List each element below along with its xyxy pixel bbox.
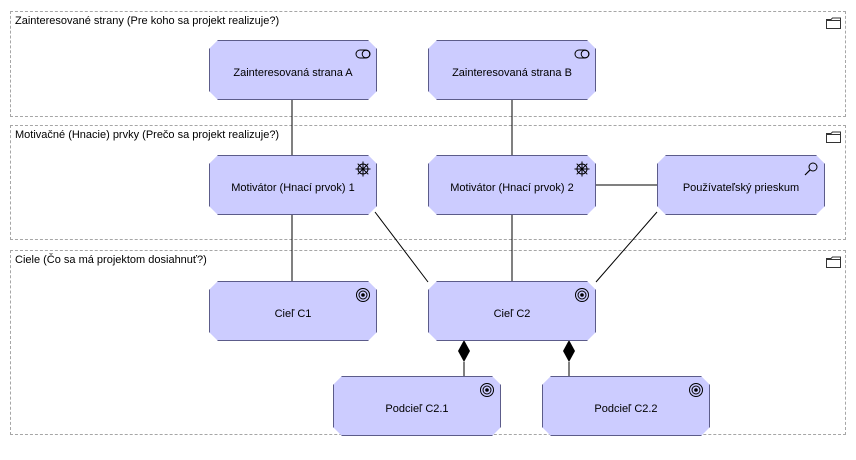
node-goal-c21[interactable]: Podcieľ C2.1: [333, 376, 501, 436]
driver-icon: [574, 161, 590, 177]
node-stakeholder-a[interactable]: Zainteresovaná strana A: [209, 40, 377, 100]
assessment-icon: [803, 161, 819, 177]
goal-icon: [574, 287, 590, 303]
stakeholder-icon: [574, 46, 590, 62]
folder-icon: [826, 17, 841, 29]
goal-icon: [479, 382, 495, 398]
group-title-goals: Ciele (Čo sa má projektom dosiahnuť?): [15, 254, 207, 266]
node-label: Cieľ C2: [493, 308, 531, 320]
node-label: Zainteresovaná strana B: [452, 67, 572, 79]
node-label: Cieľ C1: [274, 308, 312, 320]
driver-icon: [355, 161, 371, 177]
node-label: Motivátor (Hnací prvok) 2: [450, 182, 574, 194]
goal-icon: [688, 382, 704, 398]
node-goal-c22[interactable]: Podcieľ C2.2: [542, 376, 710, 436]
folder-icon: [826, 256, 841, 268]
node-label: Podcieľ C2.1: [385, 403, 449, 415]
node-label: Motivátor (Hnací prvok) 1: [231, 182, 355, 194]
node-driver-2[interactable]: Motivátor (Hnací prvok) 2: [428, 155, 596, 215]
node-label: Zainteresovaná strana A: [233, 67, 353, 79]
node-goal-c2[interactable]: Cieľ C2: [428, 281, 596, 341]
group-stakeholders[interactable]: Zainteresované strany (Pre koho sa proje…: [10, 11, 846, 117]
group-title-drivers: Motivačné (Hnacie) prvky (Prečo sa proje…: [15, 129, 280, 141]
folder-icon: [826, 131, 841, 143]
node-assessment[interactable]: Používateľský prieskum: [657, 155, 825, 215]
group-title-stakeholders: Zainteresované strany (Pre koho sa proje…: [15, 15, 280, 27]
node-label: Podcieľ C2.2: [594, 403, 658, 415]
node-goal-c1[interactable]: Cieľ C1: [209, 281, 377, 341]
stakeholder-icon: [355, 46, 371, 62]
goal-icon: [355, 287, 371, 303]
node-driver-1[interactable]: Motivátor (Hnací prvok) 1: [209, 155, 377, 215]
node-stakeholder-b[interactable]: Zainteresovaná strana B: [428, 40, 596, 100]
node-label: Používateľský prieskum: [682, 182, 800, 194]
